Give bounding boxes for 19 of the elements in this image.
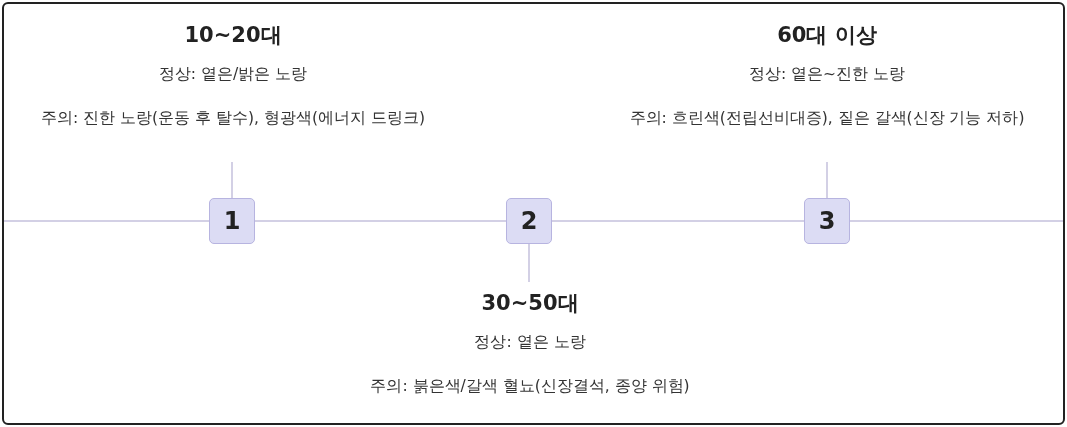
timeline-line — [4, 220, 210, 222]
description-text: 주의: 흐린색(전립선비대증), 짙은 갈색(신장 기능 저하) — [629, 108, 1025, 129]
age-group-heading: 10~20대 — [184, 22, 282, 49]
description-text: 정상: 옅은~진한 노랑 — [748, 64, 906, 85]
connector-line — [528, 243, 530, 283]
step-number-marker: 2 — [506, 198, 552, 244]
age-group-heading: 30~50대 — [481, 290, 579, 317]
description-text: 주의: 진한 노랑(운동 후 탈수), 형광색(에너지 드링크) — [41, 108, 425, 129]
age-group-heading: 60대 이상 — [777, 22, 877, 49]
step-number-marker: 3 — [804, 198, 850, 244]
timeline-line — [551, 220, 805, 222]
connector-line — [231, 161, 233, 199]
timeline-line — [254, 220, 507, 222]
description-text: 주의: 붉은색/갈색 혈뇨(신장결석, 종양 위험) — [370, 376, 690, 397]
timeline-line — [849, 220, 1063, 222]
step-number-marker: 1 — [209, 198, 255, 244]
description-text: 정상: 옅은/밝은 노랑 — [158, 64, 308, 85]
connector-line — [826, 161, 828, 199]
description-text: 정상: 옅은 노랑 — [474, 332, 586, 353]
